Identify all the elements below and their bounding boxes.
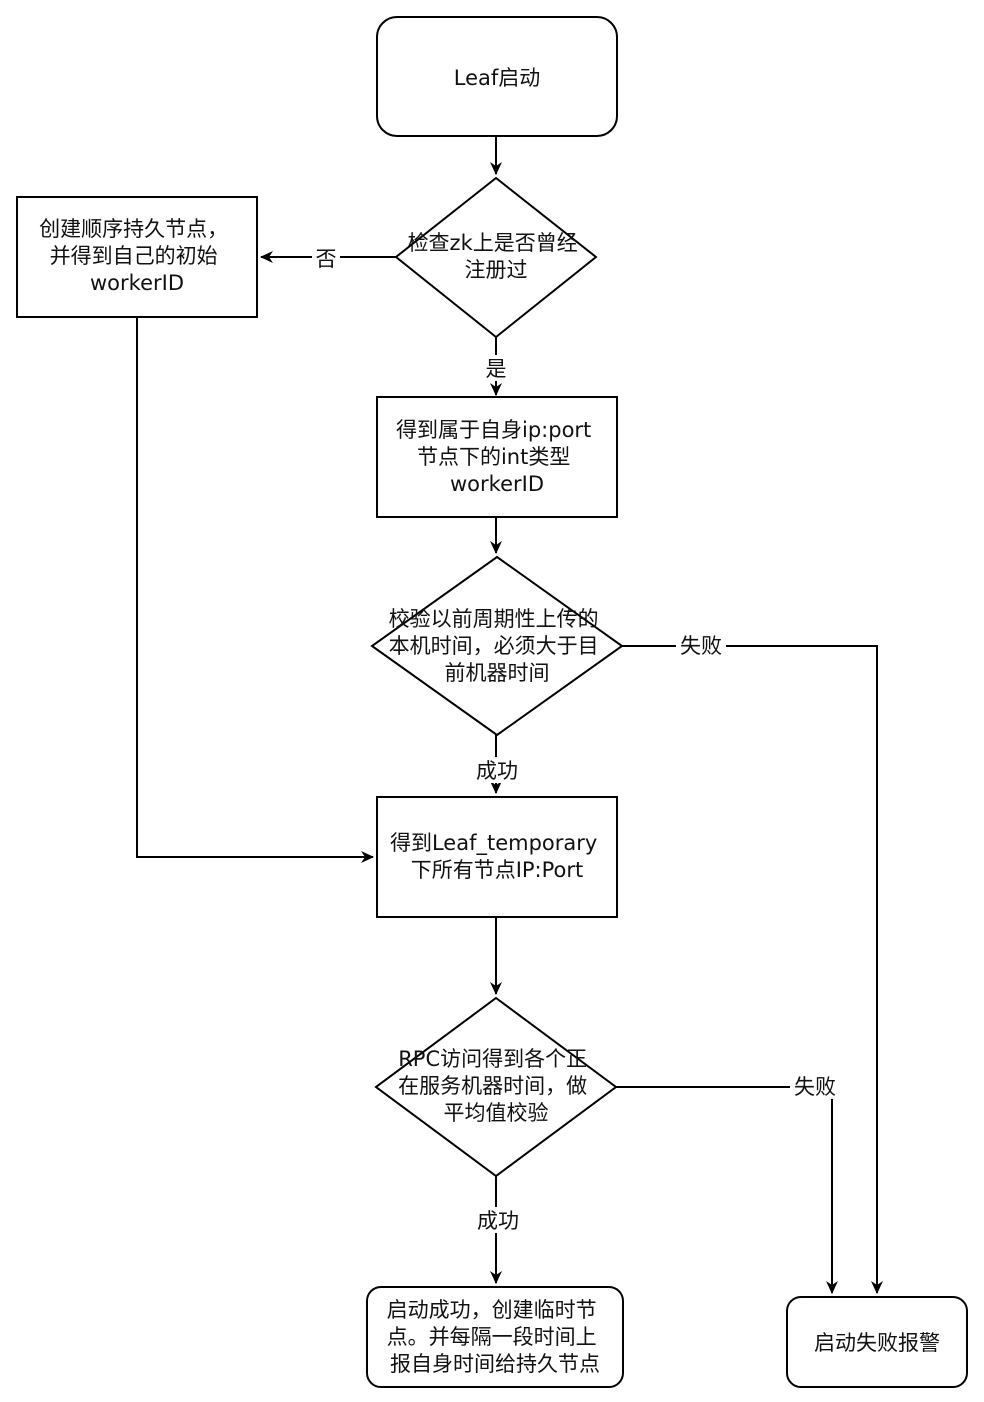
edge-label-local-check-success: 成功 — [476, 759, 518, 783]
edge-create-to-get-nodes — [136, 317, 374, 863]
node-rpc-check: RPC访问得到各个正 在服务机器时间，做 平均值校验 — [374, 996, 618, 1178]
node-check-registered-label: 检查zk上是否曾经 注册过 — [408, 231, 585, 282]
edge-label-local-check-fail: 失败 — [680, 634, 722, 658]
edge-label-rpc-fail: 失败 — [794, 1075, 836, 1099]
edge-local-check-to-fail — [622, 645, 883, 1294]
node-check-local-time-label: 校验以前周期性上传的 本机时间，必须大于目 前机器时间 — [389, 607, 606, 685]
node-start-success-label: 启动成功，创建临时节 点。并每隔一段时间上 报自身时间给持久节点 — [387, 1298, 604, 1376]
edge-rpc-to-fail — [616, 1086, 838, 1294]
edge-label-no: 否 — [316, 247, 337, 271]
node-check-registered: 检查zk上是否曾经 注册过 — [394, 176, 598, 339]
node-create-node: 创建顺序持久节点， 并得到自己的初始 workerID — [16, 196, 258, 318]
node-get-all-nodes-label: 得到Leaf_temporary 下所有节点IP:Port — [390, 831, 604, 882]
node-start-label: Leaf启动 — [454, 66, 541, 90]
node-start-fail-label: 启动失败报警 — [814, 1331, 940, 1355]
edge-label-yes: 是 — [486, 357, 507, 381]
node-start: Leaf启动 — [376, 16, 618, 137]
node-start-success: 启动成功，创建临时节 点。并每隔一段时间上 报自身时间给持久节点 — [366, 1286, 624, 1388]
node-create-node-label: 创建顺序持久节点， 并得到自己的初始 workerID — [39, 217, 235, 295]
node-get-worker-id-label: 得到属于自身ip:port 节点下的int类型 workerID — [396, 418, 598, 496]
node-check-local-time: 校验以前周期性上传的 本机时间，必须大于目 前机器时间 — [370, 555, 624, 737]
node-rpc-check-label: RPC访问得到各个正 在服务机器时间，做 平均值校验 — [398, 1047, 594, 1125]
edge-label-rpc-success: 成功 — [477, 1209, 519, 1233]
edge-labels: 否 是 失败 成功 失败 成功 — [312, 245, 840, 1233]
node-get-all-nodes: 得到Leaf_temporary 下所有节点IP:Port — [376, 796, 618, 918]
node-start-fail: 启动失败报警 — [786, 1296, 968, 1388]
node-get-worker-id: 得到属于自身ip:port 节点下的int类型 workerID — [376, 396, 618, 518]
